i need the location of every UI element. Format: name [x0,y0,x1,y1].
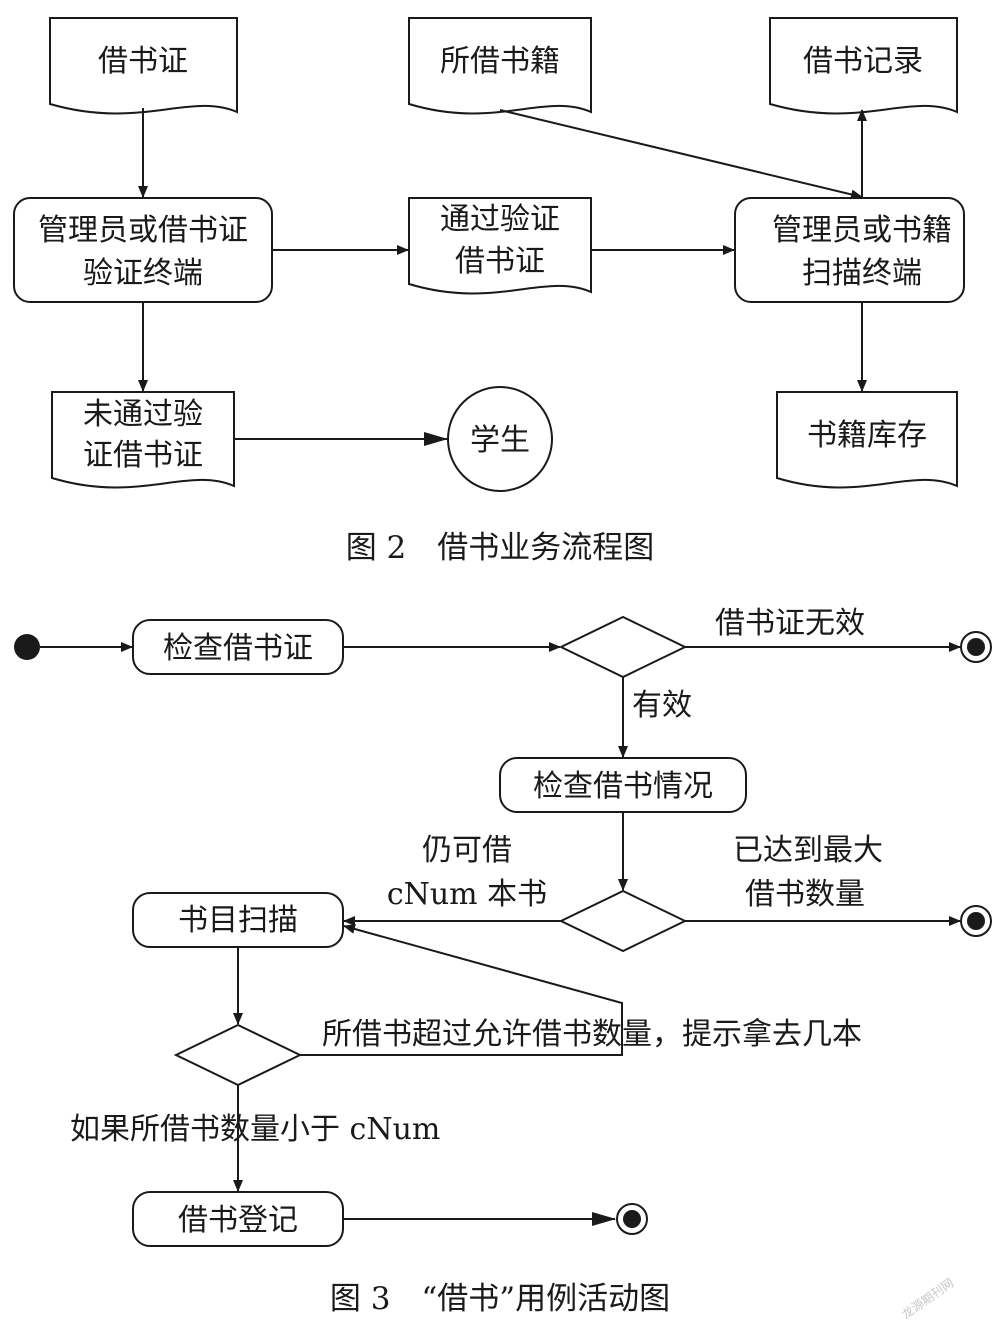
guard-valid: 有效 [632,688,692,723]
decision-card-valid [558,615,688,679]
watermark: 龙源期刊网 [899,1276,956,1322]
activity-scan: 书目扫描 [132,892,344,948]
verify-terminal-line-2: 验证终端 [83,256,203,291]
activity-check-status-label: 检查借书情况 [533,769,713,804]
figure-3-caption: 图 3 “借书”用例活动图 [330,1281,670,1317]
final-node-1 [960,631,992,663]
final-node-2 [960,905,992,937]
doc-borrowed-books-label: 所借书籍 [440,44,560,79]
doc-borrow-record: 借书记录 [769,17,958,115]
activity-register-label: 借书登记 [178,1203,298,1238]
figure-2-caption: 图 2 借书业务流程图 [346,530,655,566]
scan-terminal-line-2: 扫描终端 [802,256,922,291]
doc-library-card-label: 借书证 [98,44,188,79]
guard-exceed: 所借书超过允许借书数量，提示拿去几本 [322,1017,862,1052]
figure-2-business-flow: 借书证 所借书籍 借书记录 管理员或借书证 验证终端 通过验证 借书证 管理员或… [13,17,965,566]
final-node-3 [616,1203,648,1235]
activity-check-status: 检查借书情况 [499,757,747,813]
doc-failed-card: 未通过验 证借书证 [51,391,235,489]
initial-node [14,634,40,660]
decision-count [173,1023,303,1087]
guard-max-line-1: 已达到最大 [733,833,883,868]
guard-can-borrow-line-1: 仍可借 [422,833,512,868]
verify-terminal-line-1: 管理员或借书证 [38,213,248,248]
activity-register: 借书登记 [132,1191,344,1247]
figure-3-activity-diagram: 检查借书证 借书证无效 有效 检查借书情况 已达到最大 借书数量 仍可借 cNu [14,606,992,1317]
actor-student: 学生 [447,386,553,492]
doc-book-inventory: 书籍库存 [776,391,958,489]
arrow-exceed-loop-back [300,924,623,1056]
doc-passed-card: 通过验证 借书证 [408,197,592,295]
guard-can-borrow-line-2: cNum 本书 [387,877,547,912]
guard-invalid: 借书证无效 [715,606,865,641]
activity-check-card-label: 检查借书证 [163,631,313,666]
scan-terminal-line-1: 管理员或书籍 [772,213,952,248]
activity-check-card: 检查借书证 [132,619,344,675]
doc-passed-card-line-1: 通过验证 [440,202,560,237]
process-book-scan-terminal: 管理员或书籍 扫描终端 [734,197,965,303]
doc-library-card: 借书证 [49,17,238,115]
doc-failed-card-line-2: 证借书证 [83,438,203,473]
activity-scan-label: 书目扫描 [178,903,298,938]
arrow-books-to-scan [499,109,863,200]
doc-borrow-record-label: 借书记录 [803,44,923,79]
doc-failed-card-line-1: 未通过验 [83,397,203,432]
guard-less-than: 如果所借书数量小于 cNum [70,1112,440,1147]
doc-borrowed-books: 所借书籍 [408,17,592,115]
doc-book-inventory-label: 书籍库存 [807,418,927,453]
guard-max-line-2: 借书数量 [745,877,865,912]
process-card-verify-terminal: 管理员或借书证 验证终端 [13,197,273,303]
actor-student-label: 学生 [470,423,530,458]
doc-passed-card-line-2: 借书证 [455,244,545,279]
decision-borrow-limit [558,889,688,953]
